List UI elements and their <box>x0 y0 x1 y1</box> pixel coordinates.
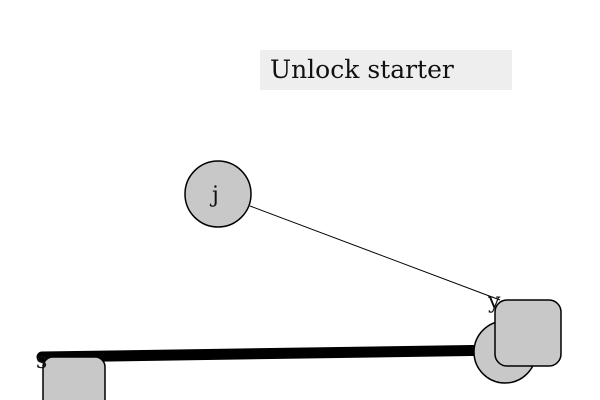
node-y[interactable]: y <box>473 289 562 384</box>
node-y-label: y <box>487 289 501 314</box>
node-j-label: j <box>209 183 219 208</box>
bar-s-y[interactable] <box>36 344 511 363</box>
link-j-y <box>249 205 501 301</box>
node-y-handle[interactable] <box>494 299 562 367</box>
node-s-handle[interactable] <box>42 356 106 400</box>
node-s-label: s <box>36 349 47 374</box>
puzzle-title: Unlock starter <box>260 50 512 90</box>
node-j[interactable]: j <box>184 160 252 228</box>
node-s[interactable]: s <box>36 349 106 400</box>
